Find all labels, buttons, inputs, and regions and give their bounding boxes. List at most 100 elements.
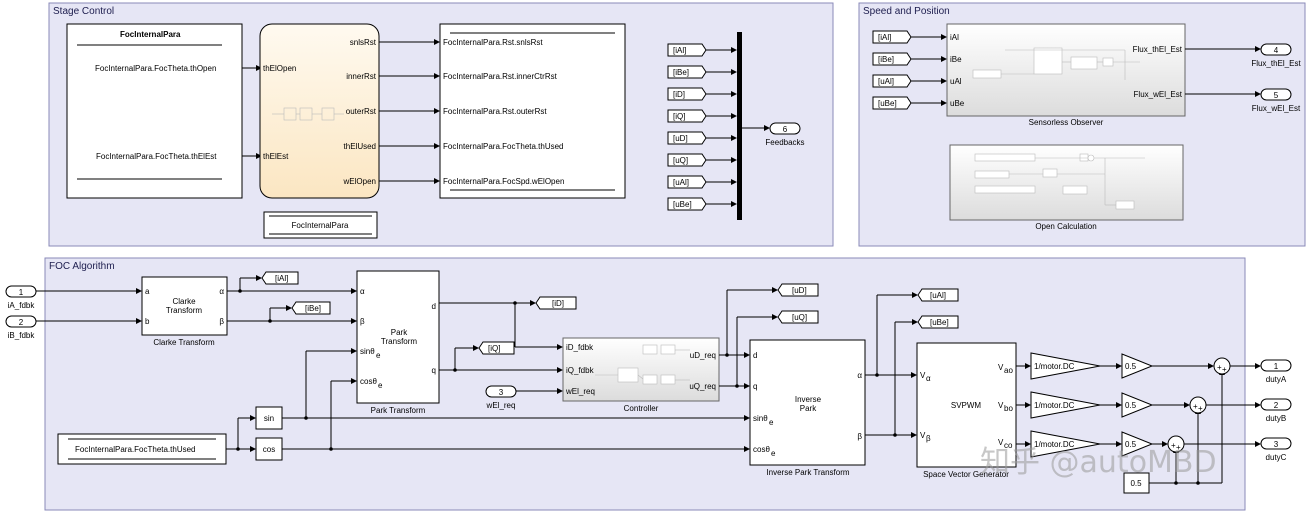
speed-from-ibe[interactable]: [iBe] bbox=[872, 52, 912, 66]
svg-text:[iAl]: [iAl] bbox=[673, 46, 686, 55]
sum-a-sign-2: + bbox=[1222, 365, 1227, 374]
data-store-block[interactable] bbox=[263, 211, 378, 239]
park-in-alpha: α bbox=[360, 287, 365, 296]
speed-position-title: Speed and Position bbox=[863, 6, 950, 17]
from-tag-ud[interactable]: [uD] bbox=[667, 131, 707, 145]
svg-text:3: 3 bbox=[1274, 440, 1279, 449]
inverse-park-block[interactable] bbox=[749, 339, 866, 466]
inport-wel-req-label: wEl_req bbox=[486, 401, 516, 410]
gain-dc-a[interactable] bbox=[1030, 352, 1101, 380]
goto-ube[interactable]: [uBe] bbox=[917, 315, 959, 329]
svg-text:[iBe]: [iBe] bbox=[878, 55, 894, 64]
foc-algorithm-title: FOC Algorithm bbox=[49, 261, 115, 272]
svg-text:[iQ]: [iQ] bbox=[673, 112, 685, 121]
svpwm-caption: Space Vector Generator bbox=[923, 470, 1009, 479]
controller-in-iq: iQ_fdbk bbox=[566, 366, 595, 375]
gain-half-b[interactable] bbox=[1121, 392, 1154, 418]
stage-control-title: Stage Control bbox=[53, 6, 114, 17]
gain-dc-a-label: 1/motor.DC bbox=[1034, 362, 1075, 371]
sum-b-sign-2: + bbox=[1198, 404, 1203, 413]
outport-duty-c[interactable]: 3 bbox=[1260, 437, 1292, 450]
goto-uq[interactable]: [uQ] bbox=[777, 310, 819, 324]
from-tag-id[interactable]: [iD] bbox=[667, 87, 707, 101]
goto-ud[interactable]: [uD] bbox=[777, 283, 819, 297]
speed-from-ual[interactable]: [uAl] bbox=[872, 74, 912, 88]
controller-out-ud: uD_req bbox=[690, 351, 716, 360]
from-tag-ual[interactable]: [uAl] bbox=[667, 175, 707, 189]
clarke-out-beta: β bbox=[219, 317, 224, 326]
svpwm-block[interactable] bbox=[916, 342, 1017, 468]
svg-text:[uBe]: [uBe] bbox=[673, 200, 692, 209]
chart-output-innerrst: innerRst bbox=[346, 72, 377, 81]
outport-duty-b[interactable]: 2 bbox=[1260, 398, 1292, 411]
svg-text:6: 6 bbox=[783, 125, 788, 134]
outport-flux-wel[interactable]: 5 bbox=[1260, 88, 1292, 101]
from-tag-ube[interactable]: [uBe] bbox=[667, 197, 707, 211]
svg-text:2: 2 bbox=[19, 318, 24, 327]
svpwm-in-alpha: V bbox=[920, 371, 926, 380]
outport-flux-thel[interactable]: 4 bbox=[1260, 43, 1292, 56]
inport-wel-req[interactable]: 3 bbox=[485, 385, 517, 398]
gain-half-a[interactable] bbox=[1121, 353, 1154, 379]
park-transform-block[interactable] bbox=[356, 270, 440, 404]
goto-ibe[interactable]: [iBe] bbox=[291, 301, 331, 315]
svpwm-in-alpha-sub: α bbox=[926, 374, 931, 383]
svpwm-out-a: V bbox=[998, 363, 1004, 372]
bus-output-thopen: FocInternalPara.FocTheta.thOpen bbox=[95, 64, 216, 73]
from-tag-uq[interactable]: [uQ] bbox=[667, 153, 707, 167]
bus-selector-block[interactable] bbox=[66, 23, 243, 199]
goto-id[interactable]: [iD] bbox=[535, 296, 577, 310]
svg-text:[uQ]: [uQ] bbox=[673, 156, 688, 165]
outport-duty-a[interactable]: 1 bbox=[1260, 359, 1292, 372]
goto-iq[interactable]: [iQ] bbox=[478, 341, 515, 355]
assign-welopen: FocInternalPara.FocSpd.wElOpen bbox=[443, 177, 564, 186]
svpwm-out-b-sub: bo bbox=[1004, 404, 1013, 413]
from-tag-iq[interactable]: [iQ] bbox=[667, 109, 707, 123]
watermark: 知乎 @autoMBD bbox=[980, 445, 1217, 480]
controller-out-uq: uQ_req bbox=[689, 382, 716, 391]
from-tag-ibe[interactable]: [iBe] bbox=[667, 65, 707, 79]
open-calculation-block[interactable] bbox=[949, 144, 1184, 221]
invpark-caption: Inverse Park Transform bbox=[766, 468, 849, 477]
controller-block[interactable] bbox=[562, 337, 720, 402]
constant-half-label: 0.5 bbox=[1130, 479, 1142, 488]
assign-innerctrrst: FocInternalPara.Rst.innerCtrRst bbox=[443, 72, 558, 81]
svg-text:[uD]: [uD] bbox=[673, 134, 688, 143]
clarke-transform-block[interactable] bbox=[141, 276, 228, 336]
invpark-title-1: Inverse bbox=[795, 395, 822, 404]
goto-ial[interactable]: [iAl] bbox=[261, 271, 299, 285]
gain-dc-c-label: 1/motor.DC bbox=[1034, 440, 1075, 449]
svg-text:[iAl]: [iAl] bbox=[275, 274, 288, 283]
speed-from-ial[interactable]: [iAl] bbox=[872, 30, 912, 44]
park-out-q: q bbox=[432, 366, 436, 375]
inport-ia-fdbk[interactable]: 1 bbox=[5, 285, 37, 298]
observer-output-wel: Flux_wEl_Est bbox=[1134, 90, 1183, 99]
clarke-title-1: Clarke bbox=[172, 297, 196, 306]
svg-text:1: 1 bbox=[1274, 362, 1279, 371]
speed-from-ube[interactable]: [uBe] bbox=[872, 96, 912, 110]
bus-assignment-block[interactable] bbox=[439, 23, 626, 199]
svg-text:[uBe]: [uBe] bbox=[878, 99, 897, 108]
bus-selector-title: FocInternalPara bbox=[120, 30, 181, 39]
gain-half-c[interactable] bbox=[1121, 431, 1154, 457]
observer-input-ual: uAl bbox=[950, 77, 962, 86]
speed-from-tags: [iAl] [iBe] [uAl] [uBe] bbox=[872, 30, 912, 110]
clarke-title-2: Transform bbox=[166, 306, 202, 315]
bus-output-thelest: FocInternalPara.FocTheta.thElEst bbox=[96, 152, 217, 161]
sum-c-sign-1: + bbox=[1171, 441, 1176, 450]
sum-b-sign-1: + bbox=[1193, 402, 1198, 411]
invpark-in-q: q bbox=[753, 382, 757, 391]
sensorless-observer-block[interactable] bbox=[946, 23, 1186, 117]
from-tag-ial[interactable]: [iAl] bbox=[667, 43, 707, 57]
gain-dc-b[interactable] bbox=[1030, 391, 1101, 419]
gain-dc-c[interactable] bbox=[1030, 430, 1101, 458]
outport-feedbacks[interactable]: 6 bbox=[769, 122, 801, 135]
svg-text:4: 4 bbox=[1274, 46, 1279, 55]
park-out-d: d bbox=[432, 302, 436, 311]
inport-ib-fdbk[interactable]: 2 bbox=[5, 315, 37, 328]
observer-caption: Sensorless Observer bbox=[1029, 118, 1104, 127]
mux-block[interactable] bbox=[737, 32, 742, 220]
park-in-cos: cosθ bbox=[360, 377, 377, 386]
sum-a-sign-1: + bbox=[1217, 363, 1222, 372]
goto-ual[interactable]: [uAl] bbox=[917, 288, 959, 302]
